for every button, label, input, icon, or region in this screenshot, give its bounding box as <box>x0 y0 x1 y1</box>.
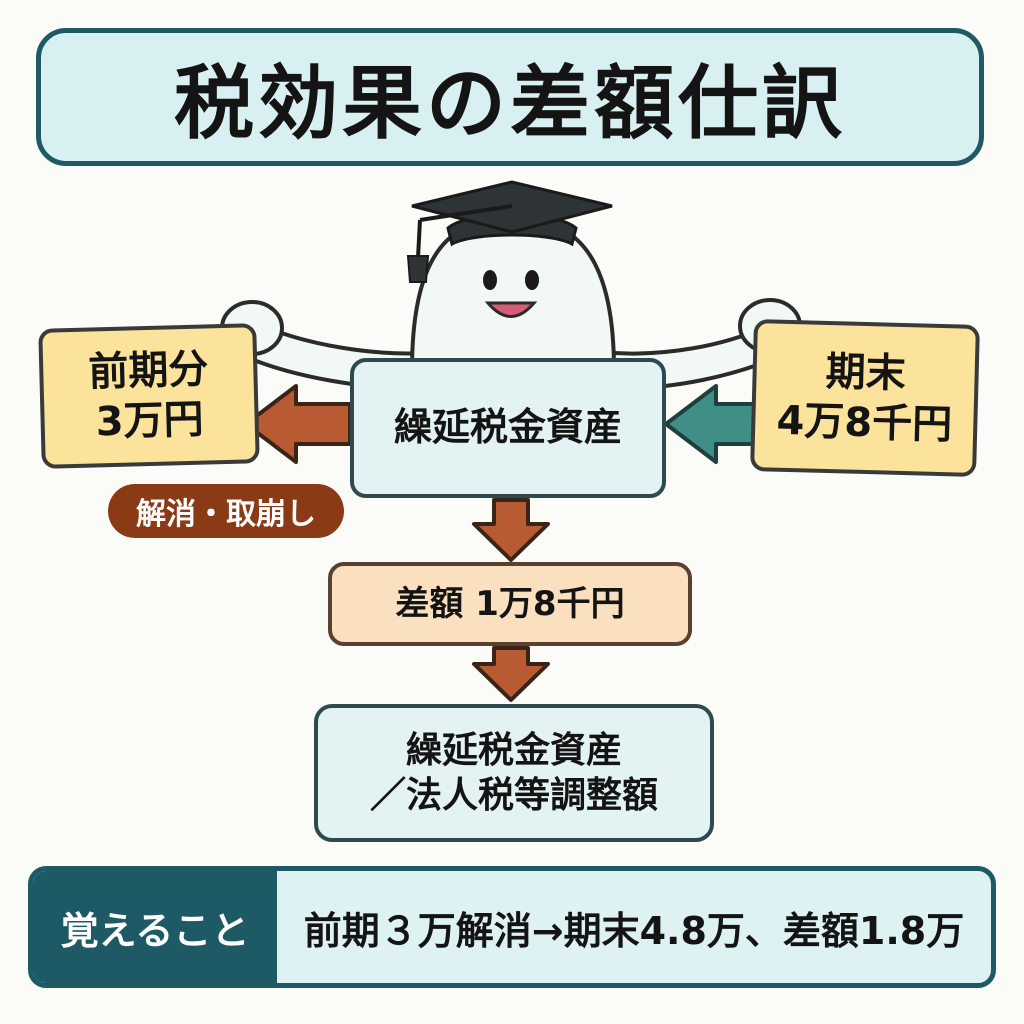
arrow-down-1 <box>472 498 550 562</box>
memo-footer: 覚えること 前期３万解消→期末4.8万、差額1.8万 <box>28 866 996 988</box>
deferred-tax-asset-label: 繰延税金資産 <box>393 405 622 450</box>
arrow-down-2 <box>472 646 550 702</box>
prior-period-label: 前期分 <box>87 346 209 396</box>
reversal-tag: 解消・取崩し <box>108 484 344 538</box>
mortarboard-cap-icon <box>406 180 613 283</box>
journal-entry-debit: 繰延税金資産 <box>405 730 622 771</box>
memo-text-panel: 前期３万解消→期末4.8万、差額1.8万 <box>277 871 991 983</box>
journal-entry-credit: ／法人税等調整額 <box>369 775 658 816</box>
period-end-label: 期末 <box>825 348 907 398</box>
arrow-left-brown <box>244 384 352 464</box>
deferred-tax-asset-box: 繰延税金資産 <box>350 358 666 498</box>
mascot-face <box>483 270 539 318</box>
arrow-left-teal <box>664 384 756 464</box>
memo-label-panel: 覚えること <box>33 871 277 983</box>
difference-label: 差額 1万8千円 <box>395 583 625 624</box>
page-title: 税効果の差額仕訳 <box>174 57 846 150</box>
memo-label: 覚えること <box>60 908 250 953</box>
period-end-box: 期末 4万8千円 <box>750 319 980 477</box>
journal-entry-box: 繰延税金資産 ／法人税等調整額 <box>314 704 714 842</box>
prior-period-box: 前期分 3万円 <box>38 323 260 469</box>
title-banner: 税効果の差額仕訳 <box>36 28 984 166</box>
difference-box: 差額 1万8千円 <box>328 562 692 646</box>
period-end-amount: 4万8千円 <box>775 397 953 449</box>
reversal-tag-label: 解消・取崩し <box>136 497 316 532</box>
memo-text: 前期３万解消→期末4.8万、差額1.8万 <box>303 908 965 953</box>
prior-period-amount: 3万円 <box>95 396 205 446</box>
